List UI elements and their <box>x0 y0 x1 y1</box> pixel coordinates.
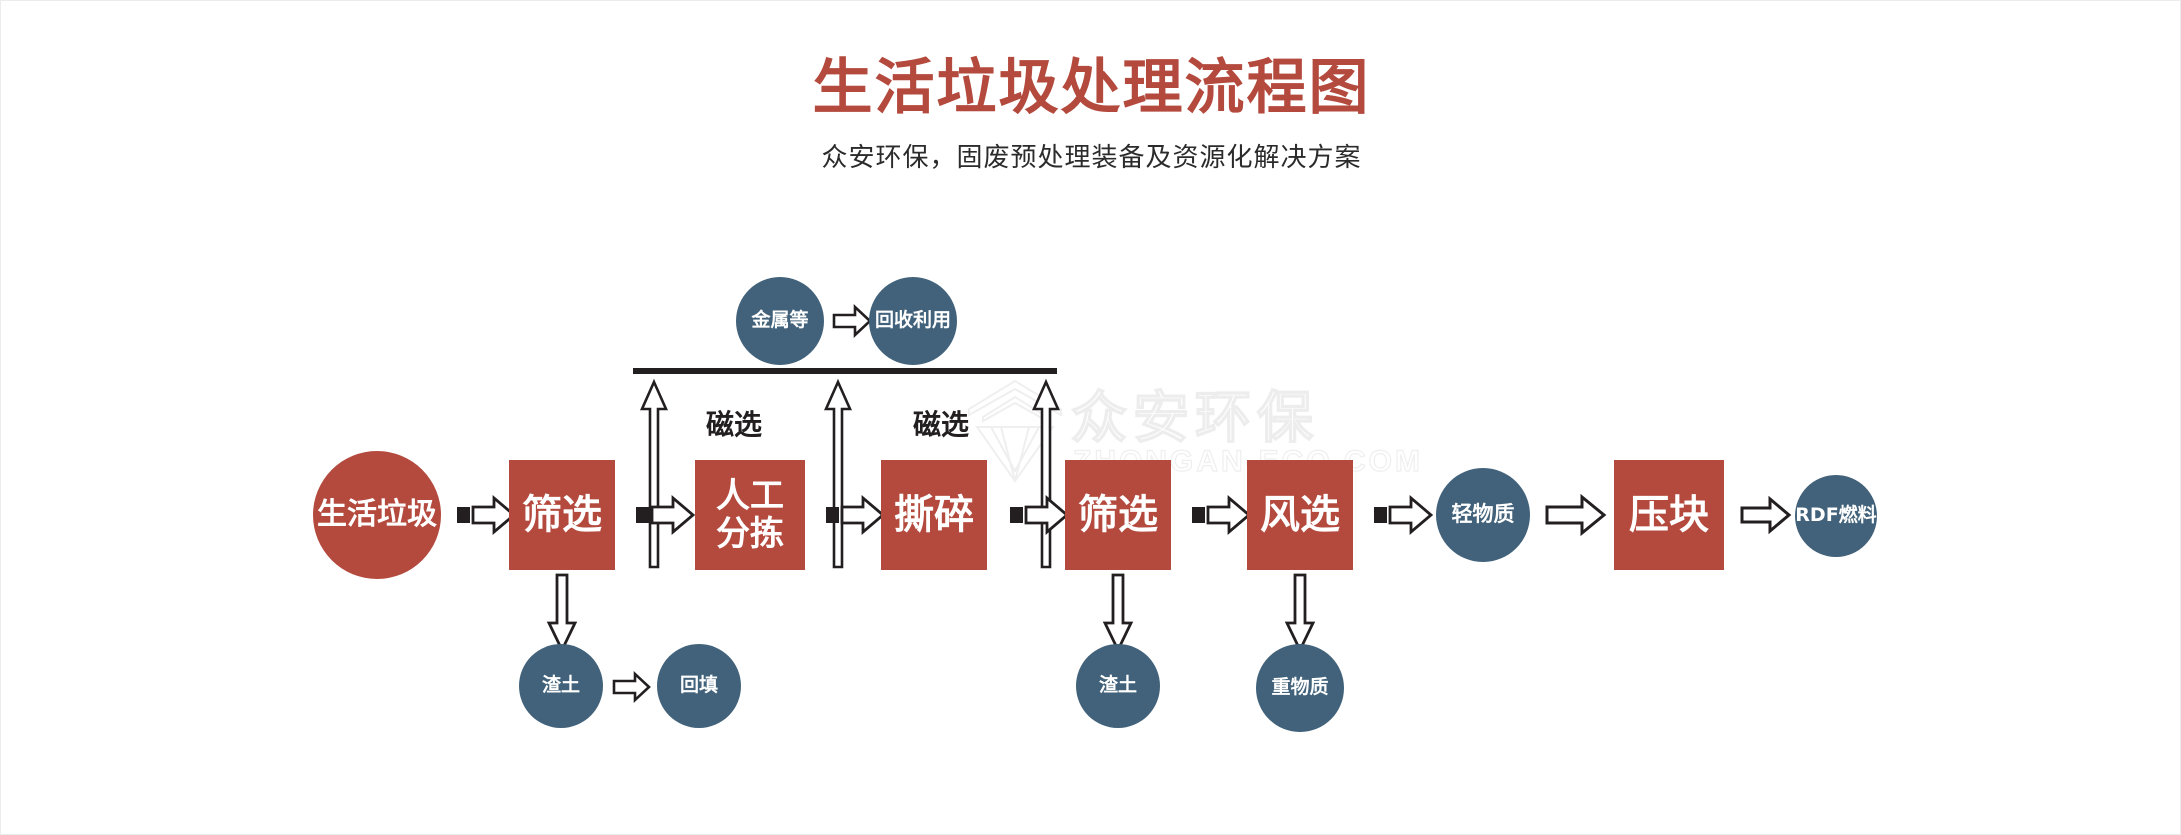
node-label: 压块 <box>1629 491 1709 538</box>
node-label: 人工 分拣 <box>716 475 784 554</box>
arrow-up-manual-sort-to-bus <box>823 378 853 569</box>
node-metal[interactable]: 金属等 <box>736 277 824 365</box>
arrow-screen1-to-manual-sort <box>635 493 696 537</box>
node-shredding[interactable]: 撕碎 <box>881 460 987 570</box>
arrow-up-screen1-to-bus <box>639 378 669 569</box>
arrow-shred-to-screen2 <box>1009 493 1070 537</box>
node-briquetting[interactable]: 压块 <box>1614 460 1724 570</box>
page-subtitle: 众安环保，固废预处理装备及资源化解决方案 <box>821 143 1362 173</box>
arrow-up-shred-to-bus <box>1031 378 1061 569</box>
node-label: 筛选 <box>522 491 602 538</box>
arrow-down-screen2-to-slag <box>1102 573 1134 654</box>
page-title: 生活垃圾处理流程图 <box>812 53 1371 123</box>
node-slag-2[interactable]: 渣土 <box>1076 644 1160 728</box>
node-label: 回收利用 <box>874 309 951 332</box>
node-manual-sorting[interactable]: 人工 分拣 <box>695 460 805 570</box>
node-slag-1[interactable]: 渣土 <box>519 644 603 728</box>
arrow-light-material-to-briquette <box>1545 493 1607 537</box>
arrow-screen2-to-air-sort <box>1191 493 1252 537</box>
arrow-waste-to-screen1 <box>456 493 517 537</box>
node-label: 渣土 <box>541 674 580 697</box>
watermark-text: 众安环保 <box>1070 385 1319 451</box>
node-screening-1[interactable]: 筛选 <box>509 460 615 570</box>
node-label: 回填 <box>679 674 718 697</box>
arrow-briquette-to-rdf <box>1740 495 1792 535</box>
node-label: 轻物质 <box>1451 502 1515 527</box>
node-rdf-fuel[interactable]: RDF燃料 <box>1795 475 1877 557</box>
arrow-air-sort-to-light-material <box>1373 493 1434 537</box>
arrow-metal-to-recycle <box>832 304 872 338</box>
node-label: 渣土 <box>1098 674 1137 697</box>
node-label: 重物质 <box>1271 676 1329 699</box>
arrow-down-screen1-to-slag <box>546 573 578 654</box>
arrow-slag-to-backfill <box>612 671 651 703</box>
node-label: 筛选 <box>1078 491 1158 538</box>
arrow-down-air-sort-to-heavy-material <box>1284 573 1316 654</box>
node-screening-2[interactable]: 筛选 <box>1065 460 1171 570</box>
label-magnetic-separation-1: 磁选 <box>706 408 763 441</box>
node-air-separation[interactable]: 风选 <box>1247 460 1353 570</box>
node-label: RDF燃料 <box>1795 504 1877 527</box>
node-domestic-waste[interactable]: 生活垃圾 <box>313 451 441 579</box>
node-label: 金属等 <box>751 309 809 332</box>
node-label: 风选 <box>1260 491 1340 538</box>
node-recycle[interactable]: 回收利用 <box>869 277 957 365</box>
node-light-material[interactable]: 轻物质 <box>1436 468 1530 562</box>
node-label: 生活垃圾 <box>317 497 437 533</box>
arrow-manual-sort-to-shred <box>825 493 886 537</box>
node-backfill[interactable]: 回填 <box>657 644 741 728</box>
node-label: 撕碎 <box>894 491 974 538</box>
collector-bus-line <box>633 368 1057 374</box>
node-heavy-material[interactable]: 重物质 <box>1256 644 1344 732</box>
label-magnetic-separation-2: 磁选 <box>913 408 970 441</box>
